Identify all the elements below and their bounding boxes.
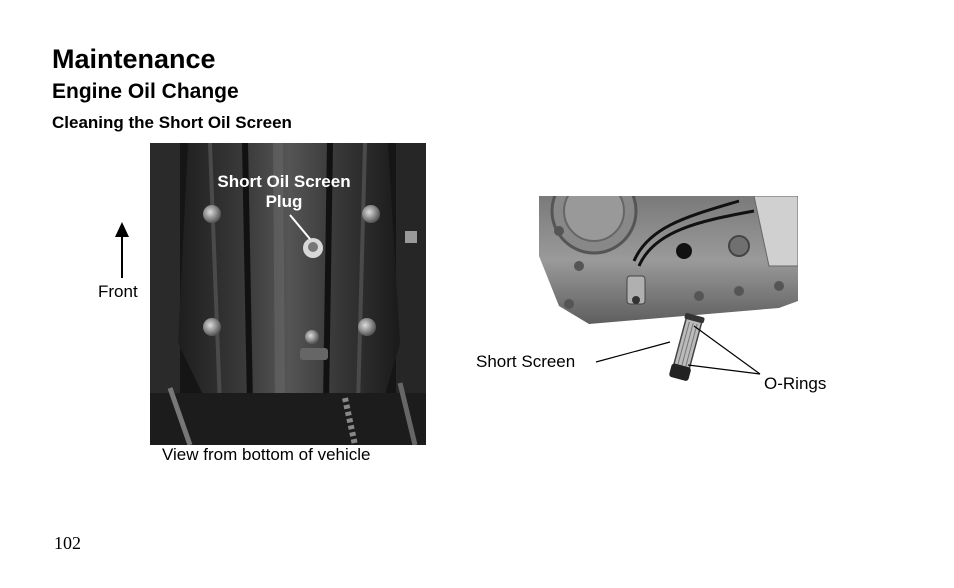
page-number: 102 [54,533,81,553]
engine-case-photo [539,196,798,326]
o-rings-label: O-Rings [764,374,827,393]
oil-screen-plug-label-line2: Plug [265,192,303,211]
short-screen-label: Short Screen [476,352,576,371]
front-arrow-icon [113,222,131,278]
topic-title: Cleaning the Short Oil Screen [52,113,292,132]
section-title: Maintenance [52,44,216,74]
figure-caption: View from bottom of vehicle [162,445,371,464]
short-screen-part-diagram [590,310,770,400]
vehicle-underside-photo: Short Oil Screen Plug [150,143,426,445]
subsection-title: Engine Oil Change [52,80,239,103]
front-label: Front [98,282,138,301]
oil-screen-plug-label-line1: Short Oil Screen [217,172,351,191]
